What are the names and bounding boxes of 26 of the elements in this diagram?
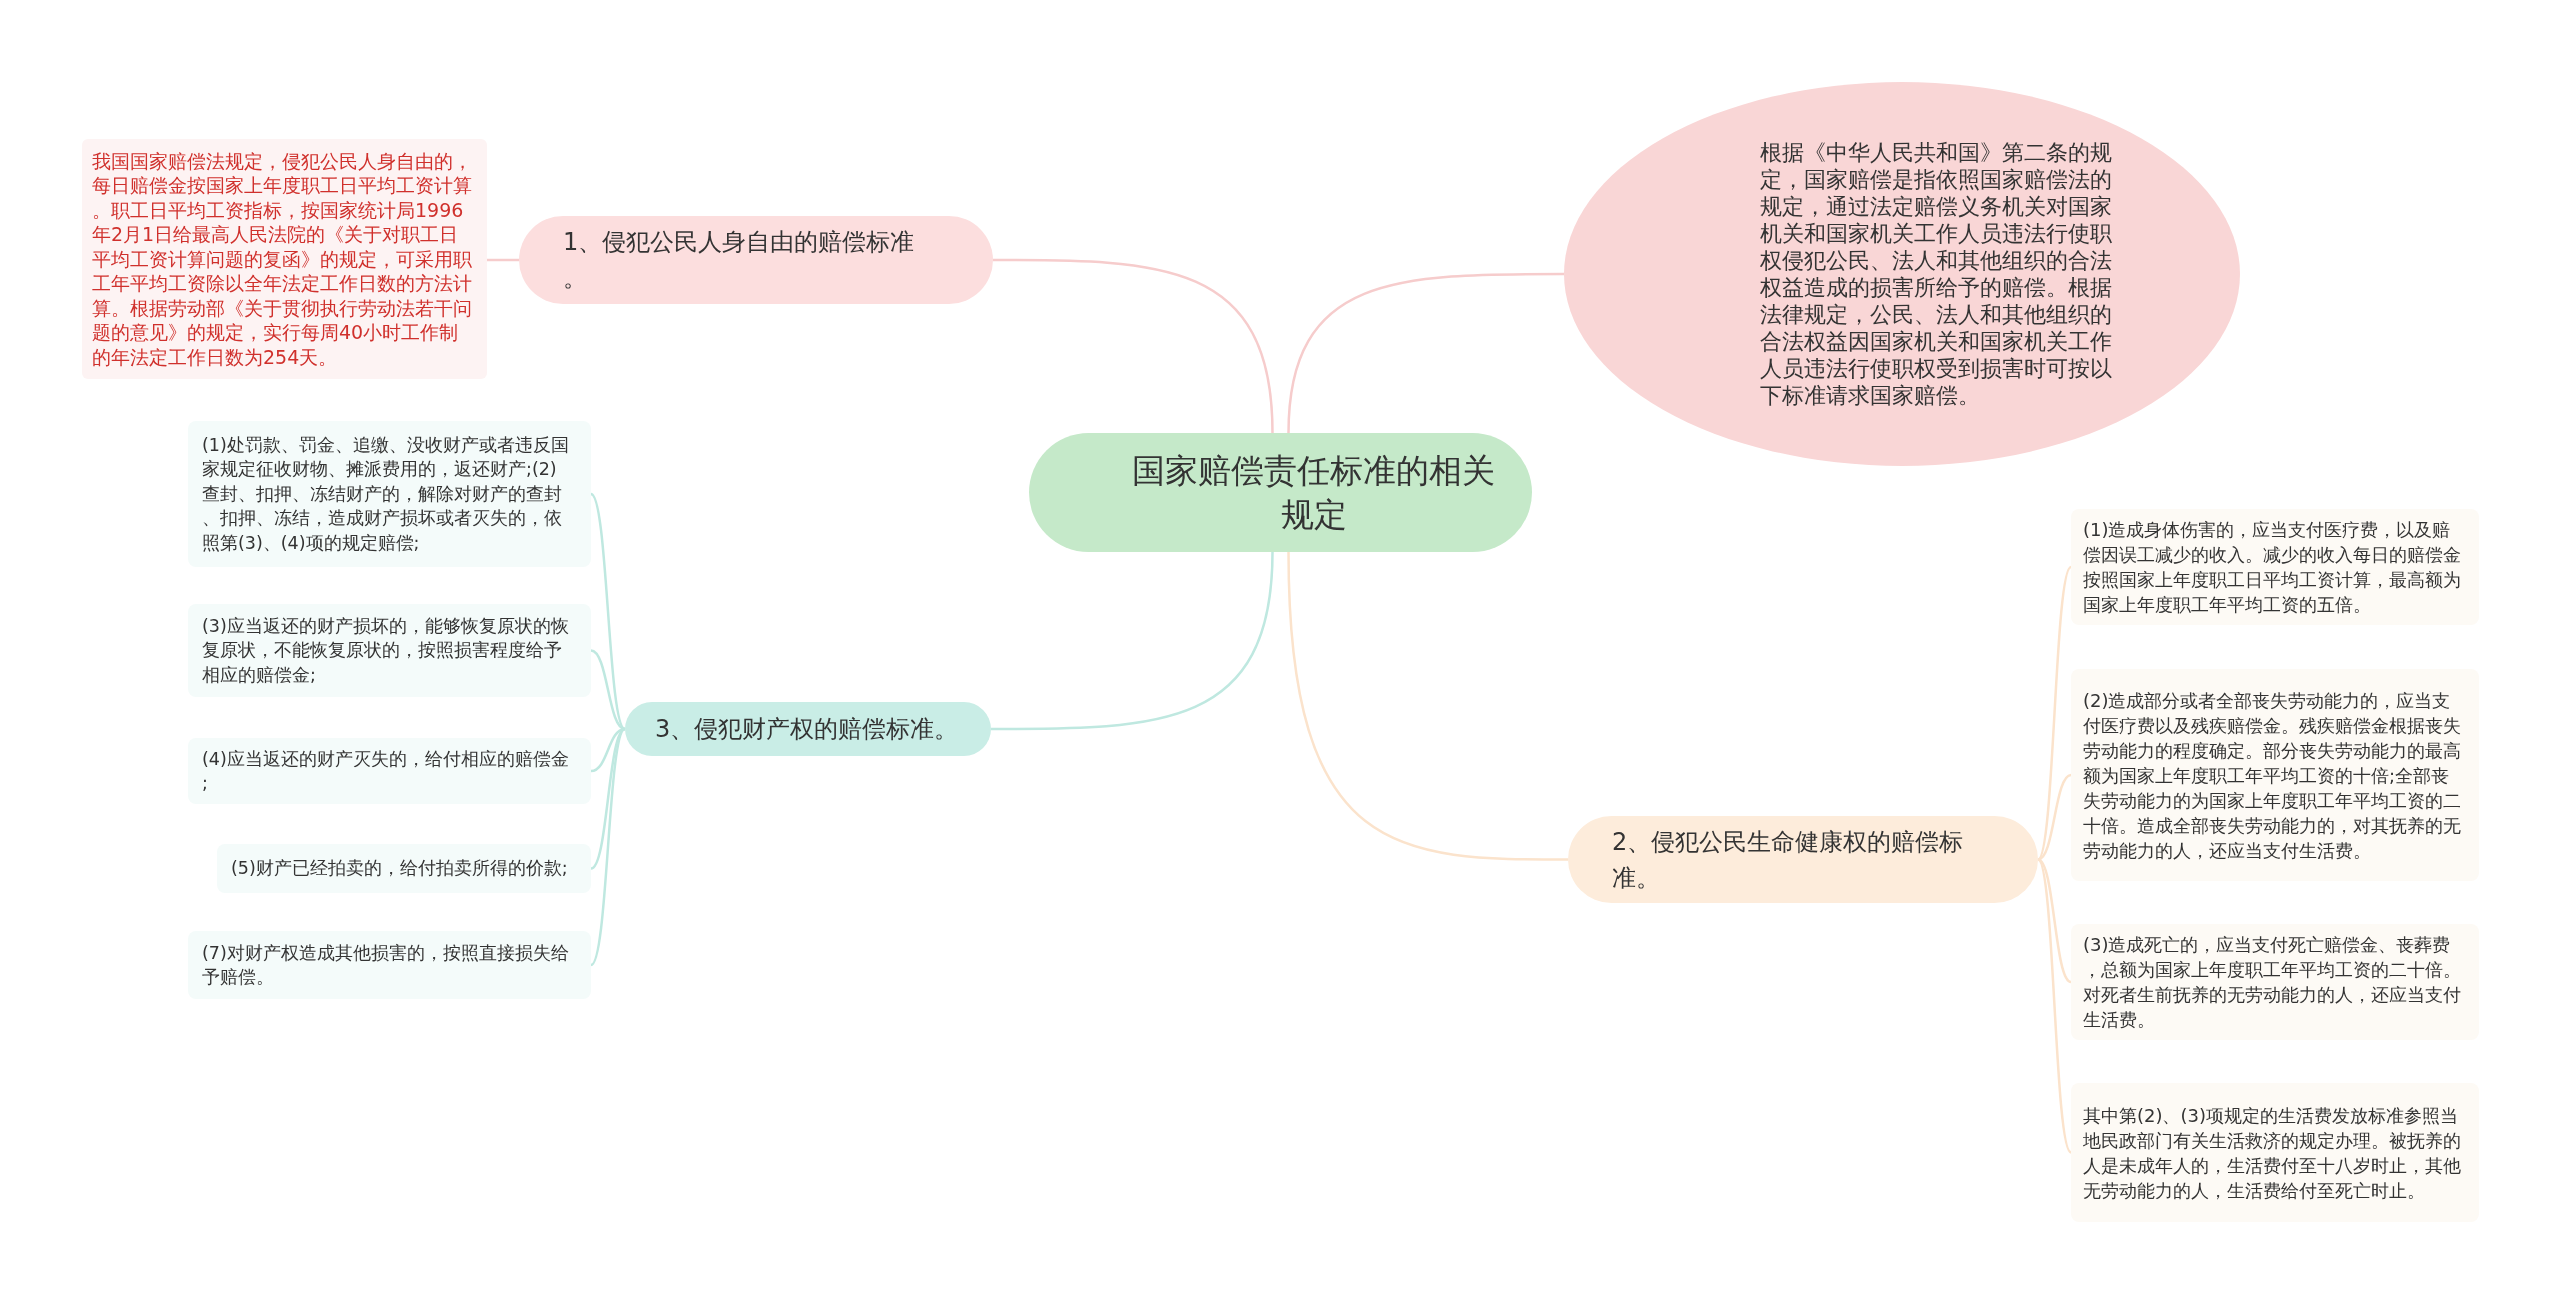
connector-line — [1287, 272, 1564, 434]
connector-line — [2036, 858, 2073, 1154]
detail-box: (3)造成死亡的，应当支付死亡赔偿金、丧葬费，总额为国家上年度职工年平均工资的二十倍。对死者生前抚养的无劳动能力的人，还应当支付生活费。 — [2071, 924, 2479, 1040]
detail-box: (3)应当返还的财产损坏的，能够恢复原状的恢复原状，不能恢复原状的，按照损害程度给予相应的赔偿金; — [188, 604, 591, 697]
connector-line — [2036, 566, 2073, 861]
connector-line — [991, 551, 1274, 731]
connector-line — [993, 258, 1274, 434]
detail-box: (4)应当返还的财产灭失的，给付相应的赔偿金; — [188, 738, 591, 804]
topic-box: 1、侵犯公民人身自由的赔偿标准。 — [519, 216, 993, 304]
connector-line — [487, 258, 519, 262]
detail-box: (1)处罚款、罚金、追缴、没收财产或者违反国家规定征收财物、摊派费用的，返还财产;(2)查封、扣押、冻结财产的，解除对财产的查封、扣押、冻结，造成财产损坏或者灭失的，依照第(3)、(4)项的规定赔偿; — [188, 421, 591, 567]
detail-box: (7)对财产权造成其他损害的，按照直接损失给予赔偿。 — [188, 931, 591, 999]
detail-box: 其中第(2)、(3)项规定的生活费发放标准参照当地民政部门有关生活救济的规定办理。被抚养的人是未成年人的，生活费付至十八岁时止，其他无劳动能力的人，生活费给付至死亡时止。 — [2071, 1083, 2479, 1222]
topic-box: 2、侵犯公民生命健康权的赔偿标准。 — [1568, 816, 2038, 903]
detail-box: (2)造成部分或者全部丧失劳动能力的，应当支付医疗费以及残疾赔偿金。残疾赔偿金根据丧失劳动能力的程度确定。部分丧失劳动能力的最高额为国家上年度职工年平均工资的十倍;全部丧失劳动能力的为国家上年度职工年平均工资的二十倍。造成全部丧失劳动能力的，对其抚养的无劳动能力的人，还应当支付生活费。 — [2071, 669, 2479, 881]
topic-box: 3、侵犯财产权的赔偿标准。 — [625, 702, 991, 756]
topic-ellipse: 根据《中华人民共和国》第二条的规定，国家赔偿是指依照国家赔偿法的规定，通过法定赔偿义务机关对国家机关和国家机关工作人员违法行使职权侵犯公民、法人和其他组织的合法权益造成的损害所给予的赔偿。根据法律规定，公民、法人和其他组织的合法权益因国家机关和国家机关工作人员违法行使职权受到损害时可按以下标准请求国家赔偿。 — [1564, 82, 2240, 466]
connector-line — [590, 728, 626, 966]
connector-line — [590, 493, 626, 730]
detail-box: (1)造成身体伤害的，应当支付医疗费，以及赔偿因误工减少的收入。减少的收入每日的赔偿金按照国家上年度职工日平均工资计算，最高额为国家上年度职工年平均工资的五倍。 — [2071, 509, 2479, 625]
root-topic: 国家赔偿责任标准的相关规定 — [1029, 433, 1532, 552]
note-box: 我国国家赔偿法规定，侵犯公民人身自由的，每日赔偿金按国家上年度职工日平均工资计算。职工日平均工资指标，按国家统计局1996年2月1日给最高人民法院的《关于对职工日平均工资计算问题的复函》的规定，可采用职工年平均工资除以全年法定工作日数的方法计算。根据劳动部《关于贯彻执行劳动法若干问题的意见》的规定，实行每周40小时工作制的年法定工作日数为254天。 — [82, 139, 487, 379]
connector-line — [2037, 858, 2072, 984]
connector-line — [1287, 551, 1568, 861]
connector-line — [2037, 773, 2072, 861]
detail-box: (5)财产已经拍卖的，给付拍卖所得的价款; — [217, 844, 591, 893]
